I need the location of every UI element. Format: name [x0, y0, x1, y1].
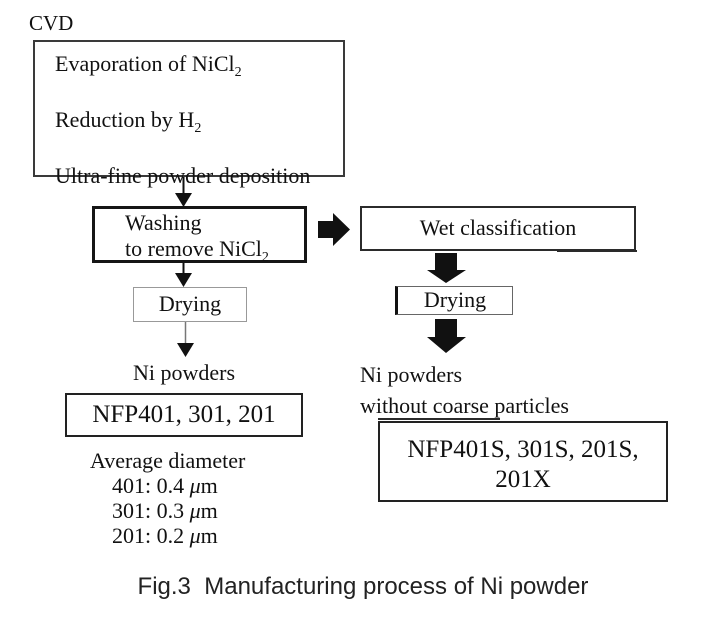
- drying-right-box: Drying: [395, 286, 513, 315]
- nfps-line2: 201X: [495, 466, 551, 493]
- nfps-line1: NFP401S, 301S, 201S,: [407, 436, 639, 463]
- washing-line2: to remove NiCl2: [125, 236, 304, 271]
- border-artifact-line: [378, 418, 500, 420]
- cvd-label: CVD: [29, 11, 74, 35]
- ni-powders-right-line2: without coarse particles: [360, 393, 569, 418]
- subscript: 2: [261, 250, 269, 265]
- avg-201-unit: m: [200, 523, 218, 548]
- block-arrow-right-icon-washing-to-wet: [318, 213, 350, 246]
- avg-401-unit: m: [200, 473, 218, 498]
- block-arrow-down-icon-drying-to-output: [427, 319, 466, 353]
- average-diameter-title: Average diameter: [90, 448, 246, 473]
- washing-box: Washing to remove NiCl2: [92, 206, 307, 265]
- washing-line2-text: to remove NiCl: [125, 236, 262, 261]
- nfp-grades-box: NFP401, 301, 201: [65, 393, 303, 437]
- process-step-deposition-text: Ultra-fine powder deposition: [55, 163, 311, 188]
- average-diameter-block: Average diameter 401: 0.4 μm 301: 0.3 μm…: [90, 448, 245, 548]
- border-artifact-line: [557, 250, 637, 252]
- process-step-evaporation: Evaporation of NiCl2: [55, 50, 343, 86]
- average-diameter-row-301: 301: 0.3 μm: [112, 498, 245, 523]
- ni-powders-right-label: Ni powders without coarse particles: [360, 359, 569, 421]
- figure-caption: Fig.3 Manufacturing process of Ni powder: [137, 573, 589, 600]
- washing-line1: Washing: [125, 210, 202, 235]
- process-step-deposition: Ultra-fine powder deposition: [55, 162, 343, 189]
- mu-symbol: μ: [189, 473, 201, 498]
- average-diameter-row-401: 401: 0.4 μm: [112, 473, 245, 498]
- subscript: 2: [234, 65, 242, 80]
- drying-left-box: Drying: [133, 287, 247, 322]
- process-step-reduction: Reduction by H2: [55, 106, 343, 142]
- nfps-grades-box: NFP401S, 301S, 201S, 201X: [378, 421, 668, 502]
- mu-symbol: μ: [189, 498, 201, 523]
- block-arrow-down-icon-wet-to-drying: [427, 253, 466, 283]
- ni-powders-right-line1: Ni powders: [360, 362, 463, 387]
- subscript: 2: [194, 121, 202, 136]
- avg-201-value: 201: 0.2: [112, 523, 190, 548]
- avg-301-unit: m: [200, 498, 218, 523]
- mu-symbol: μ: [189, 523, 201, 548]
- avg-301-value: 301: 0.3: [112, 498, 190, 523]
- wet-classification-box: Wet classification: [360, 206, 636, 251]
- ni-powders-left-label: Ni powders: [132, 360, 236, 385]
- cvd-process-box: Evaporation of NiCl2 Reduction by H2 Ult…: [33, 40, 345, 188]
- process-step-reduction-text: Reduction by H: [55, 107, 195, 132]
- arrow-down-icon-drying-to-powders: [177, 322, 194, 357]
- avg-401-value: 401: 0.4: [112, 473, 190, 498]
- average-diameter-row-201: 201: 0.2 μm: [112, 523, 245, 548]
- process-step-evaporation-text: Evaporation of NiCl: [55, 51, 235, 76]
